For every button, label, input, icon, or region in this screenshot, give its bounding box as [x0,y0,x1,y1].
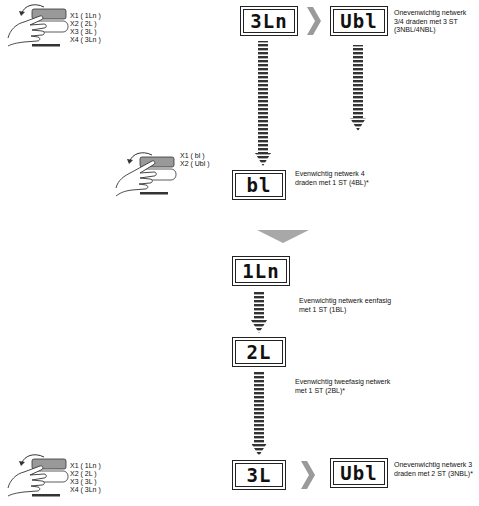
lcd-reading: Ubl [340,464,377,483]
terminal-label: X4 ( 3Ln ) [70,36,101,44]
terminal-label: X3 ( 3L ) [70,28,97,36]
lcd-display: 2LEvenwichtig tweefasig netwerk met 1 ST… [232,337,286,367]
chevron-arrow [301,461,315,489]
hand-button-illustration [8,455,68,497]
terminal-label: X1 ( 1Ln ) [70,12,101,20]
striped-arrow [251,372,267,456]
terminal-label: X3 ( 3L ) [70,478,97,486]
network-description: Evenwichtig tweefasig netwerk met 1 ST (… [295,378,395,395]
striped-arrow [255,41,271,166]
lcd-reading: Ubl [340,12,377,31]
terminal-label: X2 ( Ubl ) [180,160,210,168]
striped-arrow [350,45,366,131]
lcd-display: 1LnEvenwichtig netwerk eenfasig met 1 ST… [232,256,290,286]
lcd-reading: 3L [247,466,272,485]
terminal-label: X2 ( 2L ) [70,20,97,28]
terminal-label: X1 ( bl ) [180,152,205,160]
network-description: Evenwichtig netwerk 4 draden met 1 ST (4… [295,170,385,187]
hand-button-illustration [8,5,68,47]
terminal-label: X2 ( 2L ) [70,470,97,478]
lcd-reading: 3Ln [250,12,287,31]
lcd-reading: bl [247,176,272,195]
chevron-arrow [307,7,321,35]
terminal-label: X1 ( 1Ln ) [70,462,101,470]
lcd-reading: 2L [247,343,272,362]
lcd-display: UblOnevenwichtig netwerk 3/4 draden met … [330,6,388,36]
hand-button-illustration [116,153,176,196]
network-description: Onevenwichtig netwerk 3 draden met 2 ST … [394,461,476,478]
lcd-display: blEvenwichtig netwerk 4 draden met 1 ST … [232,170,286,200]
lcd-reading: 1Ln [242,262,279,281]
striped-arrow [251,291,267,333]
lcd-display: 3Ln [240,6,298,36]
lcd-display: 3L [232,460,286,490]
network-description: Onevenwichtig netwerk 3/4 draden met 3 S… [394,9,476,35]
lcd-display: UblOnevenwichtig netwerk 3 draden met 2 … [330,458,388,488]
chevron-arrow [257,230,309,243]
terminal-label: X4 ( 3Ln ) [70,486,101,494]
network-description: Evenwichtig netwerk eenfasig met 1 ST (1… [299,297,399,314]
